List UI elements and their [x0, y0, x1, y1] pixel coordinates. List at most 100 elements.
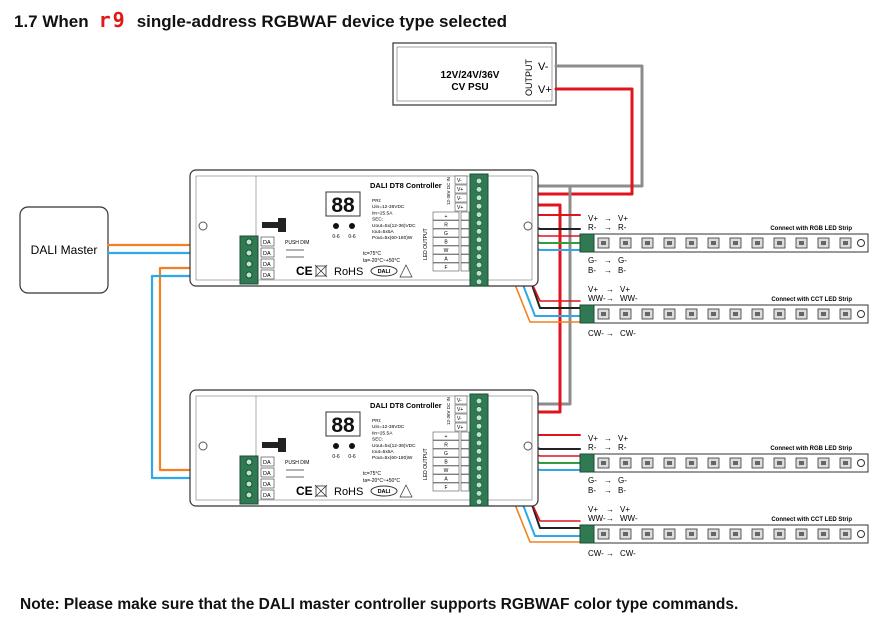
led-chip-core: [799, 532, 804, 536]
led-chip-core: [843, 461, 848, 465]
dali-terminal-label-box: [260, 269, 275, 280]
label-b: B-: [618, 266, 626, 275]
led-chip-core: [755, 461, 760, 465]
output-terminal-label-box: [432, 440, 460, 449]
display-button-left: [333, 443, 339, 449]
dali-terminal-label: DA: [263, 273, 271, 279]
led-chip-core: [777, 241, 782, 245]
mount-hole-left: [198, 221, 208, 231]
led-strip-end-hole: [857, 239, 865, 247]
output-indicator-box: [460, 228, 470, 238]
power-input-label: 12-36V DC IN: [446, 177, 451, 205]
label-vplus: V+: [620, 505, 630, 514]
cct-led-strip-1: Connect with CCT LED StripV+→V+WW-→WW-CW…: [579, 285, 869, 338]
weee-bin-icon: [315, 485, 327, 497]
led-chip-core: [733, 461, 738, 465]
output-terminal-label: G: [444, 451, 448, 457]
output-terminal-screw: [475, 219, 483, 227]
display-button-right: [349, 223, 355, 229]
psu-vminus: V-: [538, 61, 549, 73]
power-terminal-label-box: [454, 202, 468, 212]
label-b: B-: [618, 486, 626, 495]
label-r: R-: [618, 223, 627, 232]
weee-bin-icon: [314, 484, 328, 498]
led-chip-core: [799, 241, 804, 245]
output-indicator-box: [460, 465, 470, 475]
label-cw: CW-: [620, 549, 636, 558]
output-indicator-box: [460, 440, 470, 449]
output-terminal-label-box: [432, 262, 460, 272]
arrow: →: [606, 285, 614, 294]
led-chip-core: [777, 461, 782, 465]
controller-temp: tc=75°C: [363, 251, 381, 257]
label-g: G-: [618, 476, 627, 485]
dali-terminal-label: DA: [263, 493, 271, 499]
segment-display-frame: [325, 191, 361, 217]
power-input-label: 12-36V DC IN: [446, 397, 451, 425]
output-terminal-screw: [475, 448, 483, 455]
footer-note: Note: Please make sure that the DALI mas…: [20, 596, 739, 613]
output-terminal-screw: [475, 397, 483, 405]
output-indicator-box: [460, 237, 470, 246]
led-chip-core: [623, 461, 628, 465]
psu-red-wire: [486, 87, 634, 196]
controller-spec: Uin=12-36VDC: [372, 424, 405, 430]
output-terminal-screw: [475, 253, 483, 260]
arrow: →: [604, 256, 612, 265]
arrow: →: [604, 223, 612, 232]
led-chip-core: [601, 461, 606, 465]
controller-spec: SEC:: [372, 437, 383, 443]
display-button-left-label: 0-6: [332, 234, 339, 240]
led-chip-core: [667, 461, 672, 465]
psu-voltage: 12V/24V/36V: [441, 70, 500, 81]
led-strip-end-hole: [857, 530, 865, 538]
dali-terminal-screw: [245, 480, 253, 488]
mount-hole-right: [523, 221, 533, 231]
output-terminal-screw: [475, 245, 483, 252]
led-chip-core: [755, 241, 760, 245]
output-terminal-label-box: [432, 245, 460, 255]
output-terminal-label-box: [432, 448, 460, 458]
led-chip-core: [601, 241, 606, 245]
output-terminal-label: G: [444, 231, 448, 237]
dali-terminal-screw: [245, 458, 253, 466]
output-terminal-label: A: [444, 257, 448, 263]
controller-spec: Iout=5x5A: [372, 229, 395, 235]
output-terminal-label: +: [445, 214, 448, 220]
psu-output-label: OUTPUT: [524, 59, 534, 97]
output-indicator-box: [460, 245, 470, 255]
led-chip-core: [711, 241, 716, 245]
led-output-label: LED OUTPUT: [423, 228, 429, 260]
dali-terminal-label: DA: [263, 471, 271, 477]
segment-display-frame: [325, 411, 361, 437]
label-vplus: V+: [588, 285, 598, 294]
arrow: →: [604, 486, 612, 495]
label-ww: WW-: [588, 514, 606, 523]
led-chip-core: [799, 461, 804, 465]
dali-terminal-label: DA: [263, 251, 271, 257]
dali-terminal-label-box: [260, 258, 275, 269]
output-terminal-label-box: [432, 237, 460, 246]
label-b: B-: [588, 486, 596, 495]
arrow: →: [606, 514, 614, 523]
arrow: →: [604, 214, 612, 223]
arrow: →: [604, 266, 612, 275]
led-chip-core: [667, 241, 672, 245]
controller-spec: SEC:: [372, 217, 383, 223]
output-terminal-label-box: [432, 474, 460, 483]
led-chip-core: [623, 532, 628, 536]
led-chip-core: [623, 241, 628, 245]
warning-triangle-icon: [399, 484, 413, 498]
arrow: →: [604, 476, 612, 485]
led-chip-core: [601, 532, 606, 536]
dali-terminal-screw: [245, 491, 253, 499]
key-icon-head: [278, 438, 286, 452]
dali-terminal-label-box: [260, 467, 275, 478]
output-terminal-label-box: [432, 465, 460, 475]
label-vplus: V+: [588, 434, 598, 443]
rgb-led-strip-2: Connect with RGB LED StripV+→V+R-→R-G-→G…: [579, 434, 869, 495]
label-vplus: V+: [620, 285, 630, 294]
output-terminal-screw: [475, 278, 483, 285]
